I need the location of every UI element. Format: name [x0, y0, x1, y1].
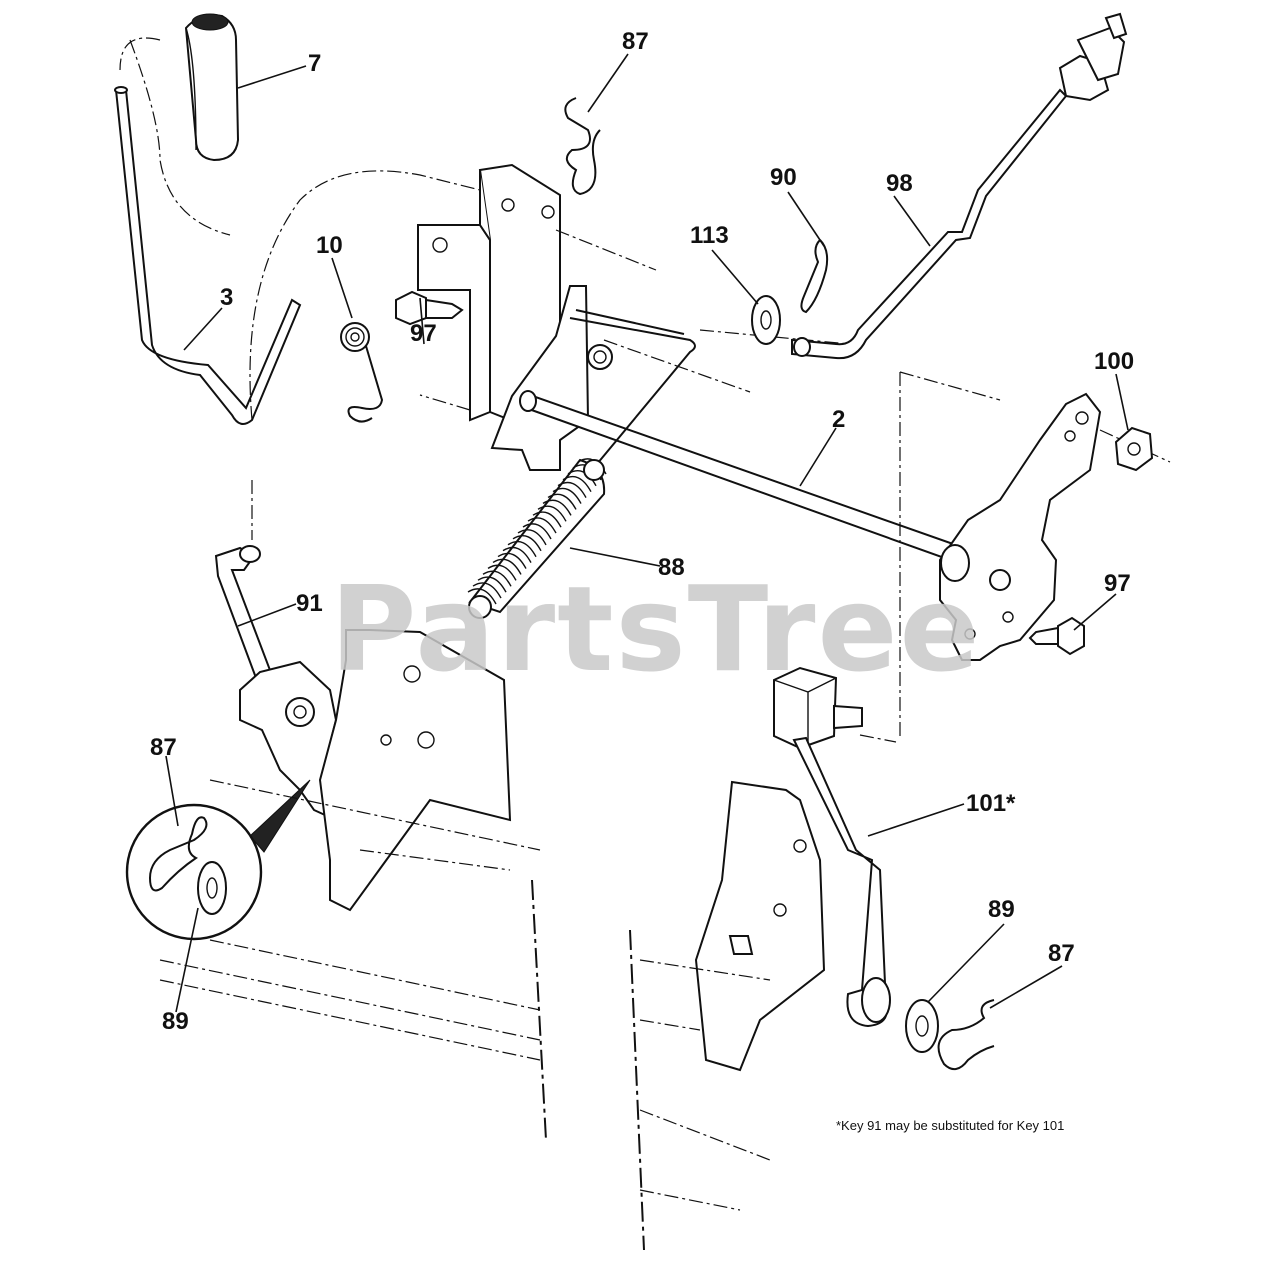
- right-lift-bracket-part: [694, 780, 826, 1072]
- handle-grip-part: [184, 13, 240, 162]
- callout-89-right: 89: [988, 896, 1015, 923]
- callout-89-left: 89: [162, 1008, 189, 1035]
- extension-spring-part: [467, 458, 607, 619]
- callout-7: 7: [308, 50, 322, 77]
- callout-100: 100: [1094, 348, 1135, 375]
- callout-10: 10: [316, 232, 343, 259]
- clip-90-part: [800, 239, 829, 314]
- left-lift-bracket-part: [239, 629, 512, 912]
- detail-magnifier: [125, 779, 311, 941]
- rod-98-part: [791, 12, 1128, 360]
- leader-lines: [165, 53, 1129, 1013]
- washer-113-part: [751, 295, 781, 345]
- bolt-97-upper-part: [395, 290, 464, 326]
- callout-98: 98: [886, 170, 913, 197]
- callout-88: 88: [658, 554, 685, 581]
- rod-101-part: [792, 736, 891, 1028]
- callout-2: 2: [832, 406, 846, 433]
- callout-87-top: 87: [622, 28, 649, 55]
- callout-87-right: 87: [1048, 940, 1075, 967]
- callout-3: 3: [220, 284, 234, 311]
- callout-113: 113: [690, 222, 729, 249]
- left-link-91-part: [214, 545, 278, 696]
- torsion-spring-part: [340, 322, 384, 423]
- hairpin-clip-part: [564, 97, 601, 196]
- callout-97-lower: 97: [1104, 570, 1131, 597]
- callout-90: 90: [770, 164, 797, 191]
- right-lift-arm-part: [939, 392, 1102, 661]
- adjuster-block-part: [773, 666, 863, 750]
- callout-97-upper: 97: [410, 320, 437, 347]
- callout-91: 91: [296, 590, 323, 617]
- nut-100-part: [1114, 426, 1154, 472]
- footnote: *Key 91 may be substituted for Key 101: [836, 1118, 1065, 1133]
- bolt-97-lower-part: [1028, 616, 1085, 656]
- hairpin-87-right-part: [937, 999, 995, 1071]
- callout-87-left: 87: [150, 734, 177, 761]
- lift-handle-part: [114, 86, 302, 425]
- washer-89-right-part: [905, 999, 939, 1053]
- callout-101: 101*: [966, 790, 1016, 817]
